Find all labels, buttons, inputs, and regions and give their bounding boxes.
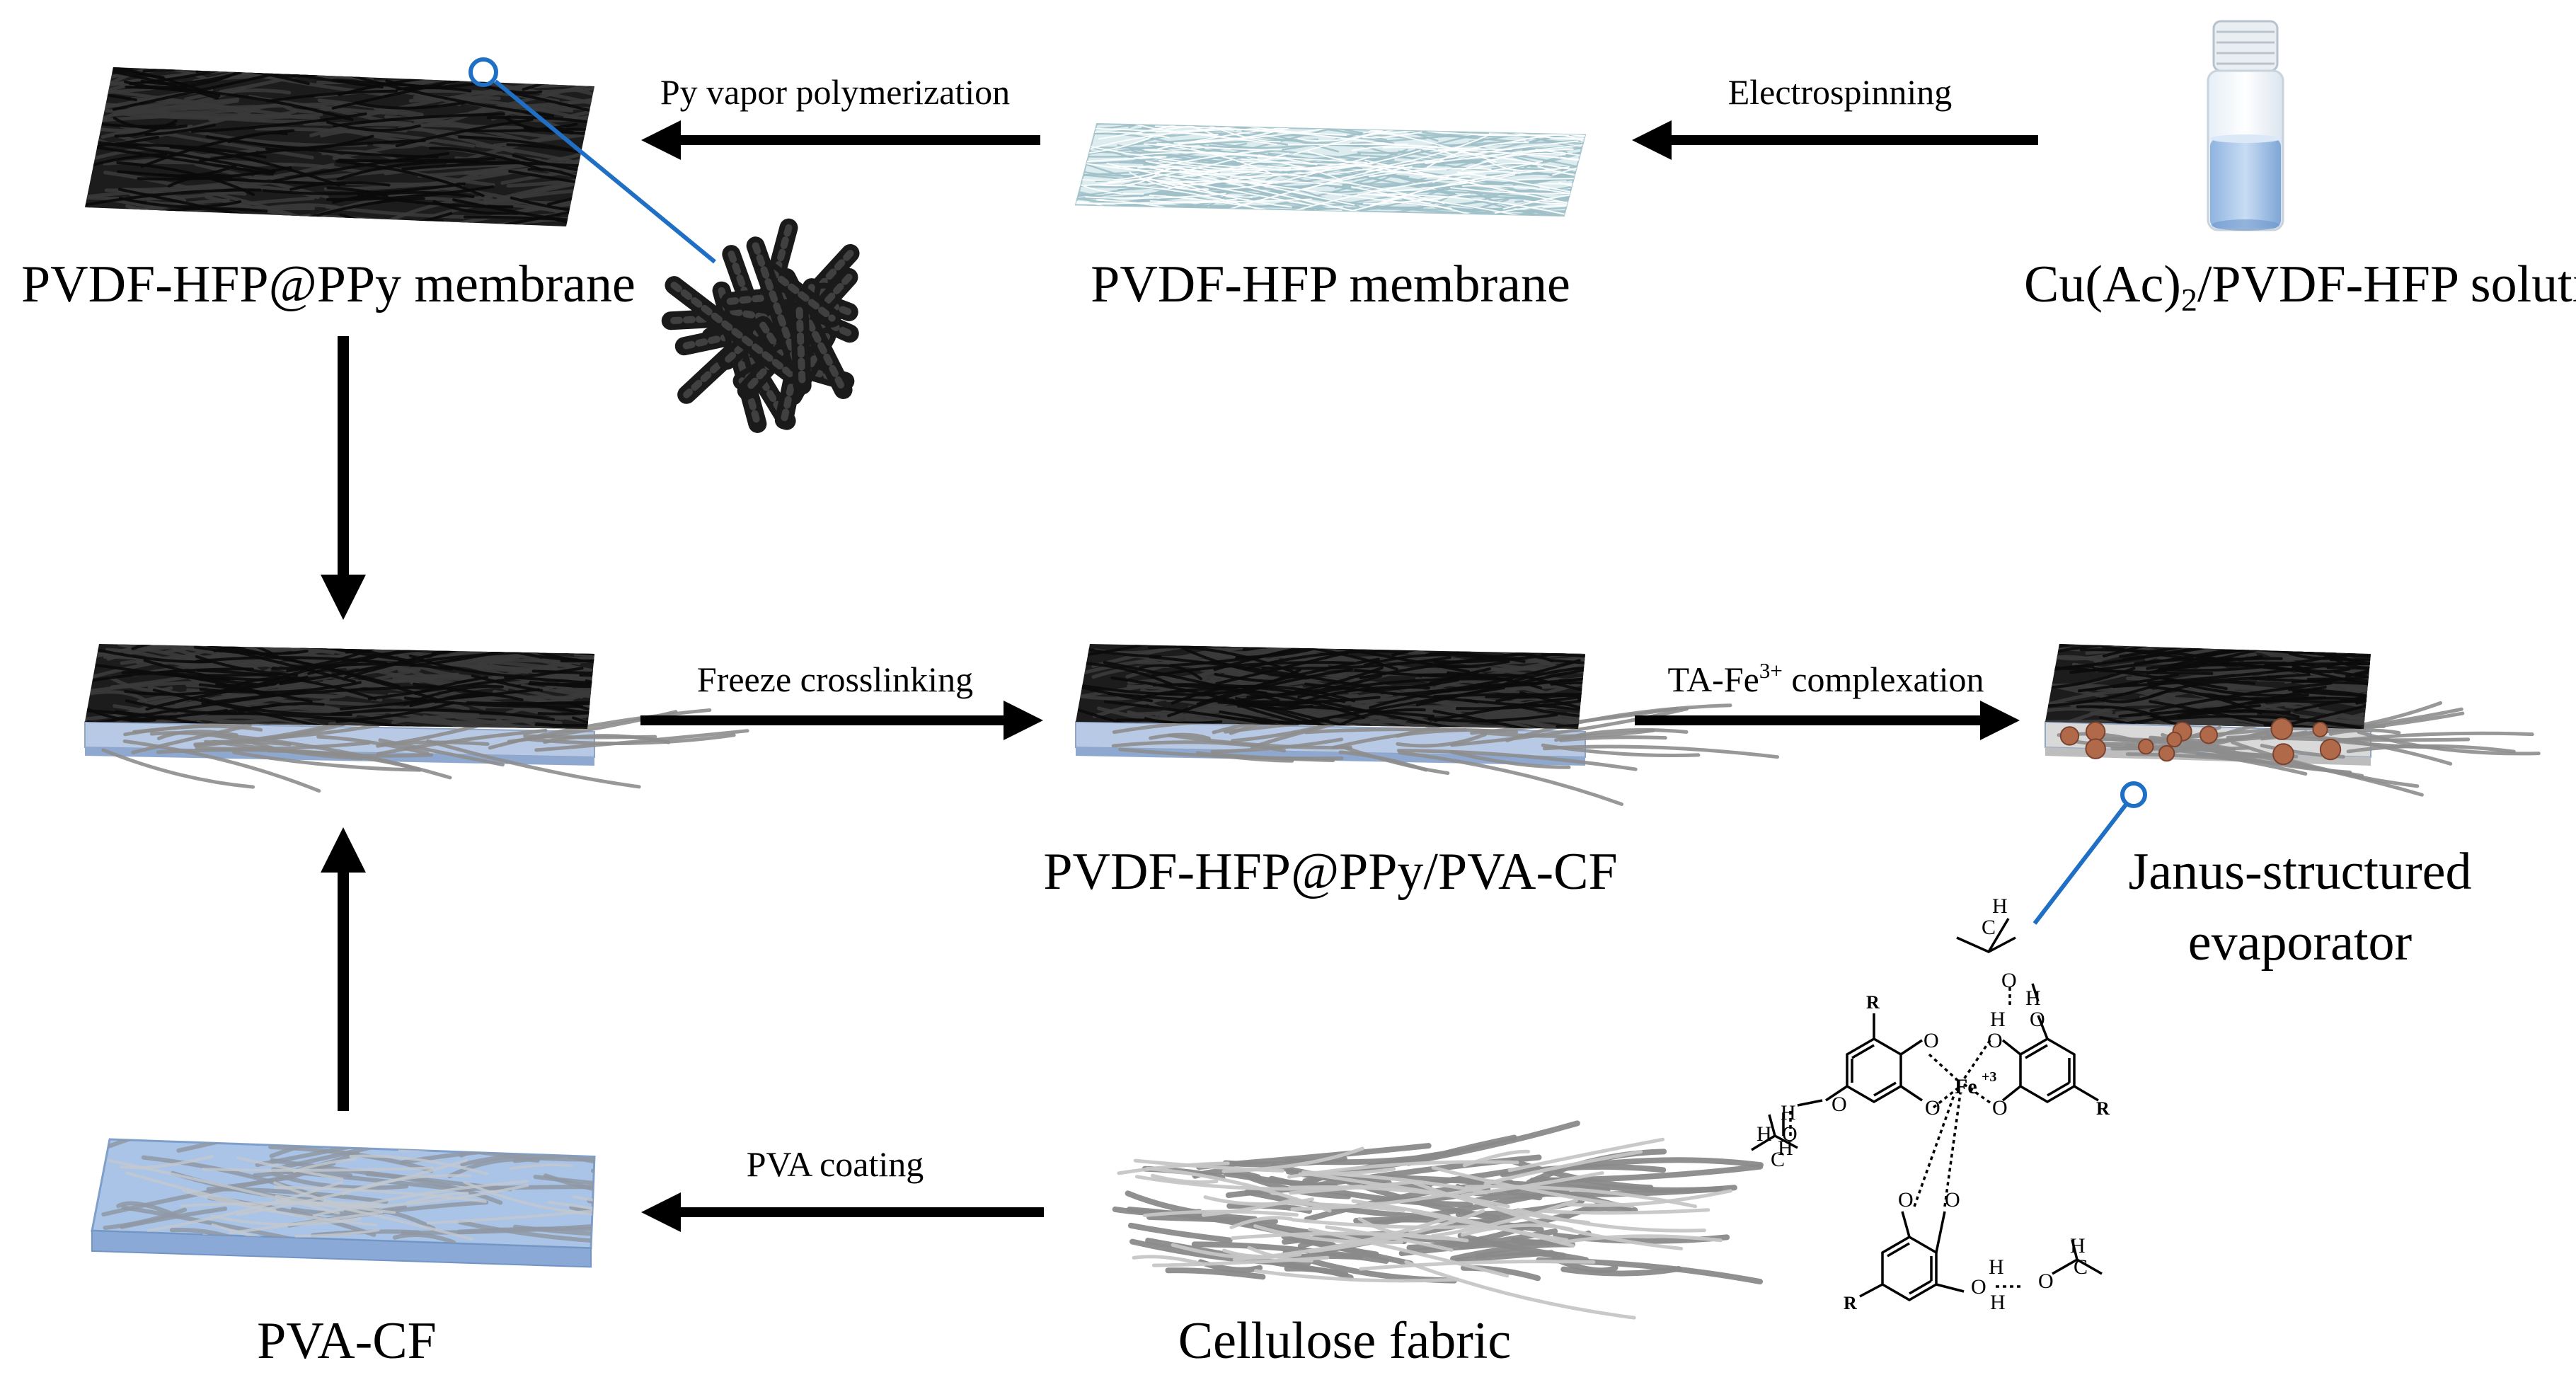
chem-atom-o: O	[2030, 1008, 2045, 1031]
chem-atom-o: O	[2038, 1270, 2054, 1293]
janus-evaporator	[2045, 644, 2541, 797]
chem-atom-r: R	[1866, 992, 1880, 1013]
chem-atom-h: H	[1778, 1136, 1793, 1160]
ppy-callout	[468, 57, 716, 264]
label-janus-line2: evaporator	[2187, 914, 2413, 972]
chem-atom-c: C	[2074, 1255, 2088, 1279]
label-cellulose: Cellulose fabric	[1178, 1312, 1512, 1370]
label-composite: PVDF-HFP@PPy/PVA-CF	[1043, 843, 1618, 901]
step-pva-coating: PVA coating	[746, 1144, 924, 1184]
step-electrospinning: Electrospinning	[1727, 72, 1953, 112]
label-janus-line1: Janus-structured	[2128, 843, 2472, 901]
solution-vial	[2207, 20, 2284, 231]
label-pva-cf: PVA-CF	[257, 1312, 437, 1370]
ta-fe-complex-structure	[1751, 918, 2103, 1302]
step-ta-fe: TA-Fe3+ complexation	[1667, 657, 1984, 699]
chem-atom-o: O	[1898, 1188, 1914, 1212]
chem-atom-o: O	[1992, 1096, 2008, 1120]
composite-left	[84, 644, 749, 793]
chem-atom-h: H	[1990, 1008, 2006, 1031]
chem-atom-h: H	[1756, 1122, 1772, 1146]
chem-atom-o: O	[1832, 1093, 1847, 1116]
chem-atom-h: H	[1781, 1101, 1796, 1124]
janus-callout	[2032, 781, 2147, 925]
label-solution: Cu(Ac)2/PVDF-HFP solution	[2024, 255, 2576, 318]
chem-atom-o: O	[1987, 1029, 2003, 1052]
step-freeze: Freeze crosslinking	[696, 660, 974, 699]
chem-atom-o: O	[2001, 969, 2017, 992]
chem-atom-h: H	[2025, 986, 2041, 1010]
chem-atom-o: O	[1925, 1096, 1940, 1120]
chem-atom-o: O	[1971, 1275, 1986, 1299]
chem-atom-c: C	[1771, 1148, 1785, 1171]
step-py-vapor: Py vapor polymerization	[660, 72, 1011, 112]
chem-atom-h: H	[1992, 894, 2008, 918]
chem-atom-h: H	[1990, 1291, 2006, 1314]
label-ppy-membrane: PVDF-HFP@PPy membrane	[21, 255, 636, 313]
chem-atom-o: O	[1782, 1122, 1798, 1146]
chem-atom-fe: Fe	[1955, 1075, 1977, 1098]
label-pvdf-membrane: PVDF-HFP membrane	[1091, 255, 1570, 313]
chem-fe-charge: +3	[1982, 1069, 1996, 1085]
cellulose-fabric	[1112, 1120, 1764, 1320]
chem-atom-o: O	[1924, 1029, 1939, 1052]
chem-atom-r: R	[2096, 1098, 2110, 1119]
chem-atom-o: O	[1945, 1188, 1960, 1212]
chem-atom-r: R	[1844, 1293, 1857, 1313]
pva-cf-sheet	[91, 1138, 596, 1268]
ppy-fiber-bundle	[661, 218, 860, 433]
chem-atom-h: H	[1989, 1255, 2004, 1279]
chem-atom-h: H	[2070, 1234, 2086, 1257]
chem-atom-c: C	[1982, 916, 1996, 939]
